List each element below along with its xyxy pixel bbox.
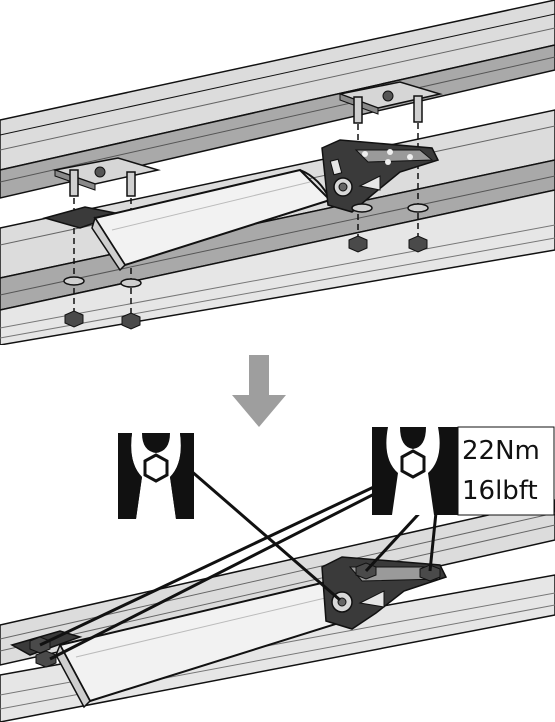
torque-wrench-spec: 22Nm 16lbft	[372, 426, 555, 516]
rear-rail	[0, 499, 555, 666]
torque-metric-label: 22Nm	[462, 436, 540, 466]
right-bolts	[353, 95, 423, 240]
rear-rail	[0, 0, 555, 199]
exploded-assembly-view	[0, 0, 555, 345]
leader-lines	[39, 468, 440, 661]
assembled-drawing: 22Nm 16lbft	[0, 355, 555, 722]
torque-imperial-label: 16lbft	[462, 476, 538, 506]
left-top-clamp-plate	[52, 157, 161, 191]
right-bracket	[321, 139, 440, 213]
assembled-view: 22Nm 16lbft	[0, 345, 555, 722]
arrow-down-icon	[232, 355, 286, 427]
exploded-assembly-drawing	[0, 0, 555, 345]
wrench-hex-icon	[118, 433, 194, 519]
washers-and-nuts	[63, 203, 429, 330]
